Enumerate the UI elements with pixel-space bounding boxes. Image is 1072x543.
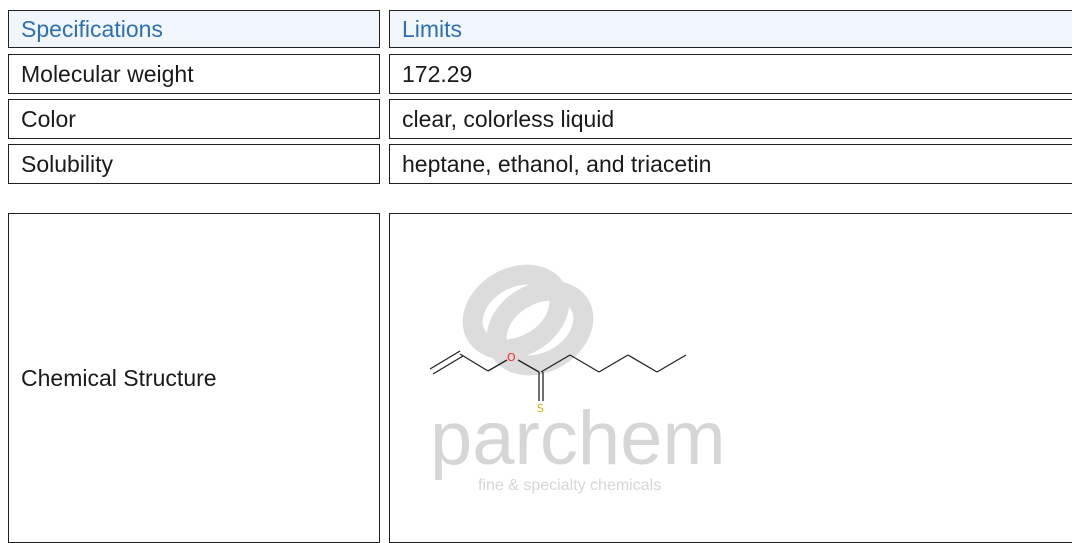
limit-cell-solubility: heptane, ethanol, and triacetin	[389, 144, 1072, 184]
specification-table: Specifications Limits Molecular weight 1…	[8, 10, 1072, 543]
watermark-brand: parchem	[430, 396, 726, 481]
spec-cell-molecular-weight: Molecular weight	[8, 54, 380, 94]
header-limits-label: Limits	[402, 15, 463, 42]
header-limits: Limits	[389, 10, 1072, 48]
structure-cell: parchem fine & specialty chemicals O S	[389, 213, 1072, 543]
spec-label: Color	[21, 105, 76, 132]
spec-label: Solubility	[21, 150, 114, 177]
spec-cell-solubility: Solubility	[8, 144, 380, 184]
limit-value: heptane, ethanol, and triacetin	[402, 150, 712, 177]
limit-value: clear, colorless liquid	[402, 105, 615, 132]
limit-value: 172.29	[402, 60, 473, 87]
spec-label: Molecular weight	[21, 60, 194, 87]
spec-label: Chemical Structure	[21, 364, 217, 391]
atom-sulfur-label: S	[537, 402, 544, 415]
watermark-tagline: fine & specialty chemicals	[478, 477, 661, 494]
limit-cell-color: clear, colorless liquid	[389, 99, 1072, 139]
watermark-logo-icon	[462, 264, 594, 376]
spec-cell-chemical-structure: Chemical Structure	[8, 213, 380, 543]
limit-cell-molecular-weight: 172.29	[389, 54, 1072, 94]
spec-cell-color: Color	[8, 99, 380, 139]
atom-oxygen-label: O	[507, 351, 516, 364]
molecule-bonds	[429, 350, 687, 401]
header-specifications-label: Specifications	[21, 15, 163, 42]
chemical-structure-diagram: parchem fine & specialty chemicals O S	[429, 264, 726, 494]
header-specifications: Specifications	[8, 10, 380, 48]
